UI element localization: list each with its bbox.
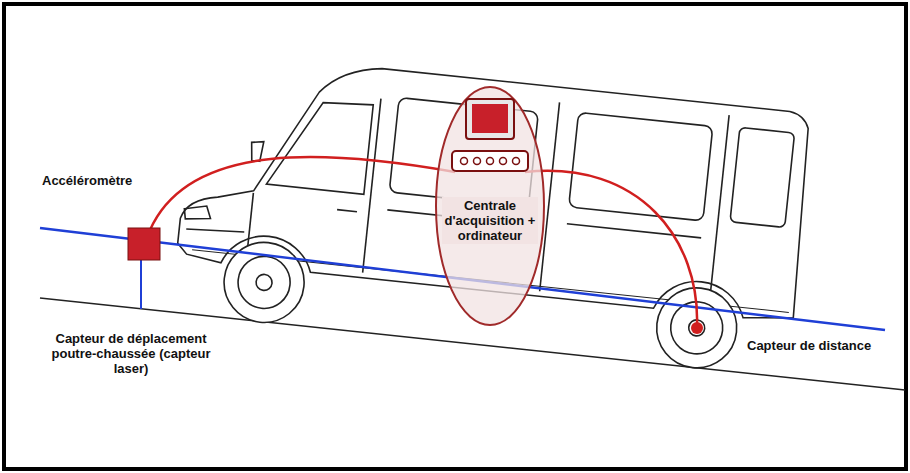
- node-label: Centrale d'acquisition + ordinateur: [442, 197, 538, 244]
- van-body: [170, 49, 814, 377]
- monitor-screen: [472, 104, 508, 133]
- keyboard-button: [487, 158, 494, 165]
- callout-label: Capteur de distance: [745, 337, 873, 354]
- sensor-cable: [150, 157, 455, 230]
- ellipse-shape: [436, 87, 544, 325]
- accelerometer-box: [128, 228, 160, 260]
- keyboard-button: [474, 158, 481, 165]
- callout-label: Capteur de déplacement poutre-chaussée (…: [48, 330, 214, 377]
- callout-label: Accéléromètre: [40, 172, 134, 189]
- distance-sensor: [691, 322, 703, 334]
- monitor-icon: [466, 99, 514, 139]
- keyboard-button: [461, 158, 468, 165]
- sensor-cable: [525, 171, 697, 326]
- keyboard-button: [513, 158, 520, 165]
- keyboard-icon: [452, 151, 528, 171]
- acquisition-ellipse: Centrale d'acquisition + ordinateur: [434, 85, 546, 327]
- laser-line: [140, 258, 142, 309]
- keyboard-button: [500, 158, 507, 165]
